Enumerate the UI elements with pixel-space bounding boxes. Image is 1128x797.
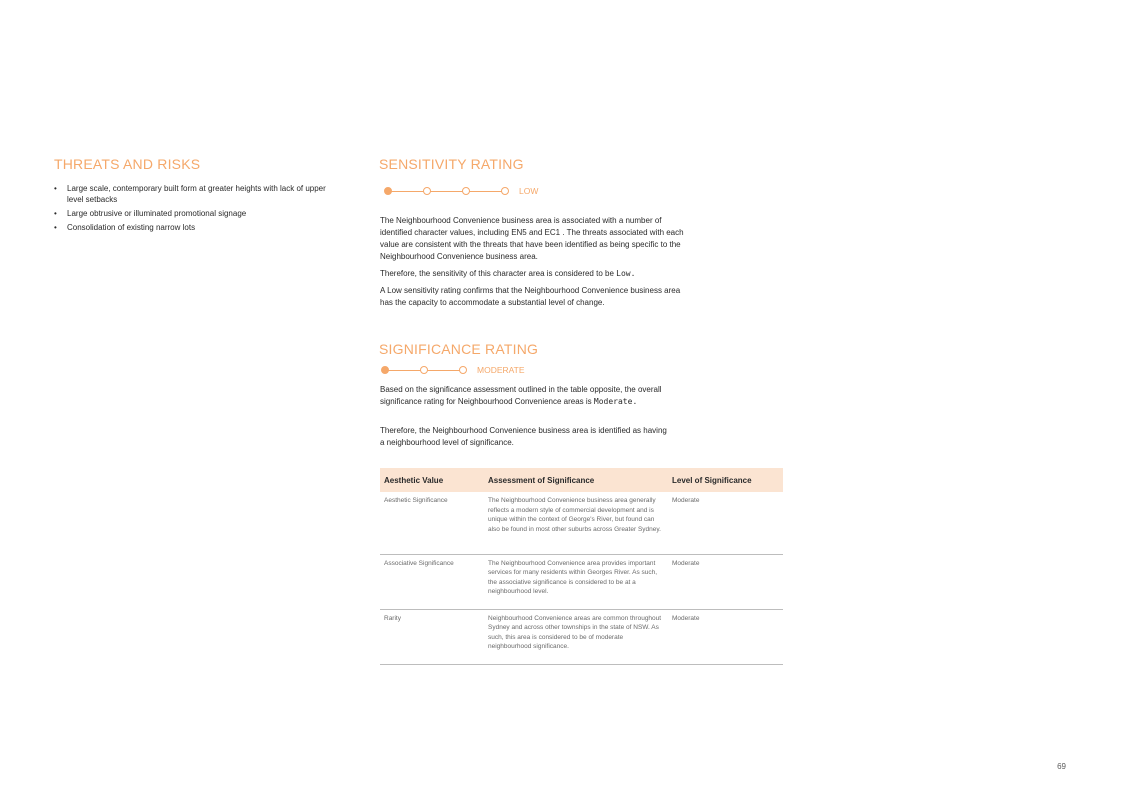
scale-dot xyxy=(420,366,428,374)
table-row: Associative Significance The Neighbourho… xyxy=(380,554,783,610)
scale-dot-filled xyxy=(384,187,392,195)
table-cell: Moderate xyxy=(668,554,783,610)
significance-table: Aesthetic Value Assessment of Significan… xyxy=(380,468,783,665)
sensitivity-note: A Low sensitivity rating confirms that t… xyxy=(380,286,681,307)
scale-line xyxy=(388,191,506,192)
table-header-cell: Assessment of Significance xyxy=(484,468,668,492)
table-cell: Associative Significance xyxy=(380,554,484,610)
table-cell: Rarity xyxy=(380,609,484,665)
scale-dot xyxy=(501,187,509,195)
significance-rating-label: MODERATE xyxy=(477,365,525,375)
list-item: Consolidation of existing narrow lots xyxy=(54,222,344,233)
sensitivity-conclusion-text: Therefore, the sensitivity of this chara… xyxy=(380,269,617,278)
scale-dot xyxy=(462,187,470,195)
table-cell: The Neighbourhood Convenience business a… xyxy=(484,492,668,555)
list-item: Large scale, contemporary built form at … xyxy=(54,183,344,205)
table-cell: Moderate xyxy=(668,609,783,665)
sensitivity-paragraph: The Neighbourhood Convenience business a… xyxy=(380,216,684,261)
table-cell: Moderate xyxy=(668,492,783,555)
table-row: Rarity Neighbourhood Convenience areas a… xyxy=(380,609,783,665)
significance-paragraph: Based on the significance assessment out… xyxy=(380,384,670,408)
scale-dot xyxy=(459,366,467,374)
table-row: Aesthetic Significance The Neighbourhood… xyxy=(380,492,783,555)
table-cell: Neighbourhood Convenience areas are comm… xyxy=(484,609,668,665)
scale-dot-filled xyxy=(381,366,389,374)
significance-value: Moderate. xyxy=(593,397,638,406)
table-header-row: Aesthetic Value Assessment of Significan… xyxy=(380,468,783,492)
table-header-cell: Aesthetic Value xyxy=(380,468,484,492)
page-number: 69 xyxy=(1057,762,1066,771)
sensitivity-value: Low. xyxy=(616,269,636,278)
list-item: Large obtrusive or illuminated promotion… xyxy=(54,208,344,219)
sensitivity-scale: LOW xyxy=(384,186,544,198)
significance-scale: MODERATE xyxy=(381,365,541,377)
threats-heading: THREATS AND RISKS xyxy=(54,156,201,172)
table-cell: Aesthetic Significance xyxy=(380,492,484,555)
sensitivity-heading: SENSITIVITY RATING xyxy=(379,156,524,172)
table-header-cell: Level of Significance xyxy=(668,468,783,492)
threats-list: Large scale, contemporary built form at … xyxy=(54,183,344,236)
sensitivity-rating-label: LOW xyxy=(519,186,539,196)
table-cell: The Neighbourhood Convenience area provi… xyxy=(484,554,668,610)
significance-heading: SIGNIFICANCE RATING xyxy=(379,341,539,357)
significance-paragraph-text: Based on the significance assessment out… xyxy=(380,385,662,406)
scale-dot xyxy=(423,187,431,195)
significance-conclusion: Therefore, the Neighbourhood Convenience… xyxy=(380,426,667,447)
sensitivity-conclusion: Therefore, the sensitivity of this chara… xyxy=(380,268,685,280)
